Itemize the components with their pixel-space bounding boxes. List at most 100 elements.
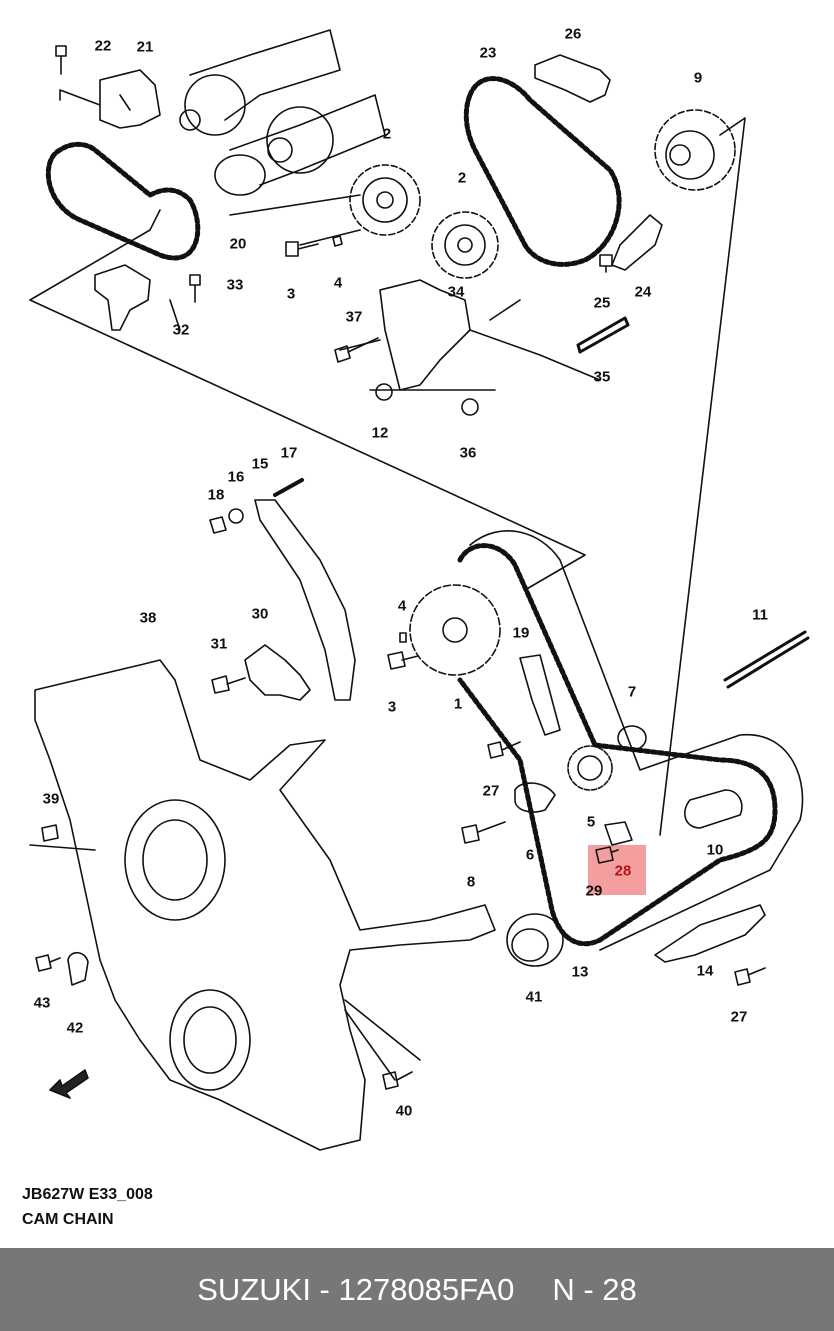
part-30-tensioner: [244, 644, 311, 701]
part-3-bolt-upper: [285, 241, 319, 257]
callout-13: 13: [571, 963, 589, 981]
callout-3a: 3: [286, 285, 296, 303]
callout-24: 24: [634, 283, 652, 301]
leader-lines-upper: [59, 89, 601, 391]
callout-40: 40: [395, 1102, 413, 1120]
part-11-stud: [723, 630, 810, 689]
cover-seal-upper: [124, 799, 226, 921]
part-21-bracket: [99, 69, 161, 129]
callout-11: 11: [752, 606, 768, 624]
callout-32: 32: [172, 321, 190, 339]
callout-33: 33: [226, 276, 244, 294]
callout-41: 41: [525, 988, 543, 1006]
boundary-line-upper: [29, 209, 586, 591]
callout-25: 25: [593, 294, 611, 312]
chain-case-outline: [469, 530, 804, 951]
part-32-tensioner: [94, 264, 151, 331]
part-camshafts: [179, 29, 386, 196]
boundary-line-right: [659, 117, 746, 836]
footer-bar: SUZUKI - 1278085FA0 N - 28: [0, 1248, 834, 1331]
part-12-nut: [375, 383, 393, 401]
cover-seal-lower-inner: [183, 1006, 237, 1074]
part-2-sprocket-b: [431, 211, 499, 279]
callout-31: 31: [210, 635, 228, 653]
callout-42: 42: [66, 1019, 84, 1037]
callout-37: 37: [345, 308, 363, 326]
part-1-crank-sprocket: [409, 584, 501, 676]
callout-30: 30: [251, 605, 269, 623]
cover-dowel-39: [41, 824, 59, 842]
callout-14: 14: [696, 962, 714, 980]
part-13-main-chain: [457, 543, 778, 947]
part-5-gear: [567, 745, 613, 791]
part-40-bolt: [382, 1071, 413, 1090]
part-22-bolt: [55, 45, 67, 75]
part-33-bolt: [189, 274, 201, 303]
callout-22: 22: [94, 37, 112, 55]
callout-23: 23: [479, 44, 497, 62]
cover-leader-line: [29, 844, 421, 1081]
part-2-sprocket-a: [349, 164, 421, 236]
footer-position: N - 28: [552, 1271, 637, 1307]
part-23-chain: [463, 76, 622, 267]
part-43-bolt: [35, 954, 61, 972]
part-19-damper: [519, 654, 561, 736]
part-4-pin-lower: [399, 632, 407, 643]
callout-6: 6: [525, 846, 535, 864]
part-28-bracket: [604, 821, 633, 846]
callout-7: 7: [627, 683, 637, 701]
callout-29: 29: [585, 882, 603, 900]
part-10-shaft: [684, 789, 743, 829]
callout-17: 17: [280, 444, 298, 462]
callout-1: 1: [453, 695, 463, 713]
callout-34: 34: [447, 283, 465, 301]
callout-27b: 27: [730, 1008, 748, 1026]
callout-35: 35: [593, 368, 611, 386]
callout-9: 9: [693, 69, 703, 87]
callout-19: 19: [512, 624, 530, 642]
callout-21: 21: [136, 38, 154, 56]
part-16-washer: [228, 508, 244, 524]
footer-part-number: SUZUKI - 1278085FA0: [197, 1271, 515, 1307]
highlight-box-28: [588, 845, 646, 895]
front-direction-arrow: [49, 1069, 89, 1099]
diagram-title: CAM CHAIN: [22, 1211, 114, 1228]
part-15-chain-guide: [254, 499, 356, 701]
part-14-guide: [654, 904, 766, 963]
callout-2a: 2: [382, 125, 392, 143]
part-27-bolt-lower: [734, 967, 766, 986]
part-35-stud: [576, 316, 630, 354]
part-6-bush: [514, 782, 556, 813]
callout-43: 43: [33, 994, 51, 1012]
part-26-guide: [534, 54, 611, 103]
callout-28: 28: [614, 862, 632, 880]
part-4-pin-upper: [332, 235, 343, 247]
part-41-idler: [506, 913, 564, 967]
callout-4a: 4: [333, 274, 343, 292]
callout-39: 39: [42, 790, 60, 808]
part-25-bolt: [599, 254, 613, 273]
callout-16: 16: [227, 468, 245, 486]
part-20-chain: [45, 141, 201, 261]
part-3-bolt-lower: [387, 651, 419, 670]
callout-10: 10: [706, 841, 724, 859]
part-31-bolt: [211, 675, 246, 694]
callout-4b: 4: [397, 597, 407, 615]
callout-27a: 27: [482, 782, 500, 800]
callout-15: 15: [251, 455, 269, 473]
part-42-clip: [67, 951, 89, 986]
callout-3b: 3: [387, 698, 397, 716]
cam-chain-diagram: [29, 29, 810, 1151]
part-18-nut: [209, 516, 227, 534]
callout-5: 5: [586, 813, 596, 831]
callout-26: 26: [564, 25, 582, 43]
part-29-bolt: [595, 846, 619, 864]
callout-2b: 2: [457, 169, 467, 187]
part-34-tensioner-arm: [379, 279, 471, 391]
callout-8: 8: [466, 873, 476, 891]
part-8-bolt: [461, 821, 506, 844]
callout-18: 18: [207, 486, 225, 504]
part-7-washer: [617, 725, 647, 751]
part-37-bolt: [334, 337, 379, 363]
part-36-nut: [461, 398, 479, 416]
